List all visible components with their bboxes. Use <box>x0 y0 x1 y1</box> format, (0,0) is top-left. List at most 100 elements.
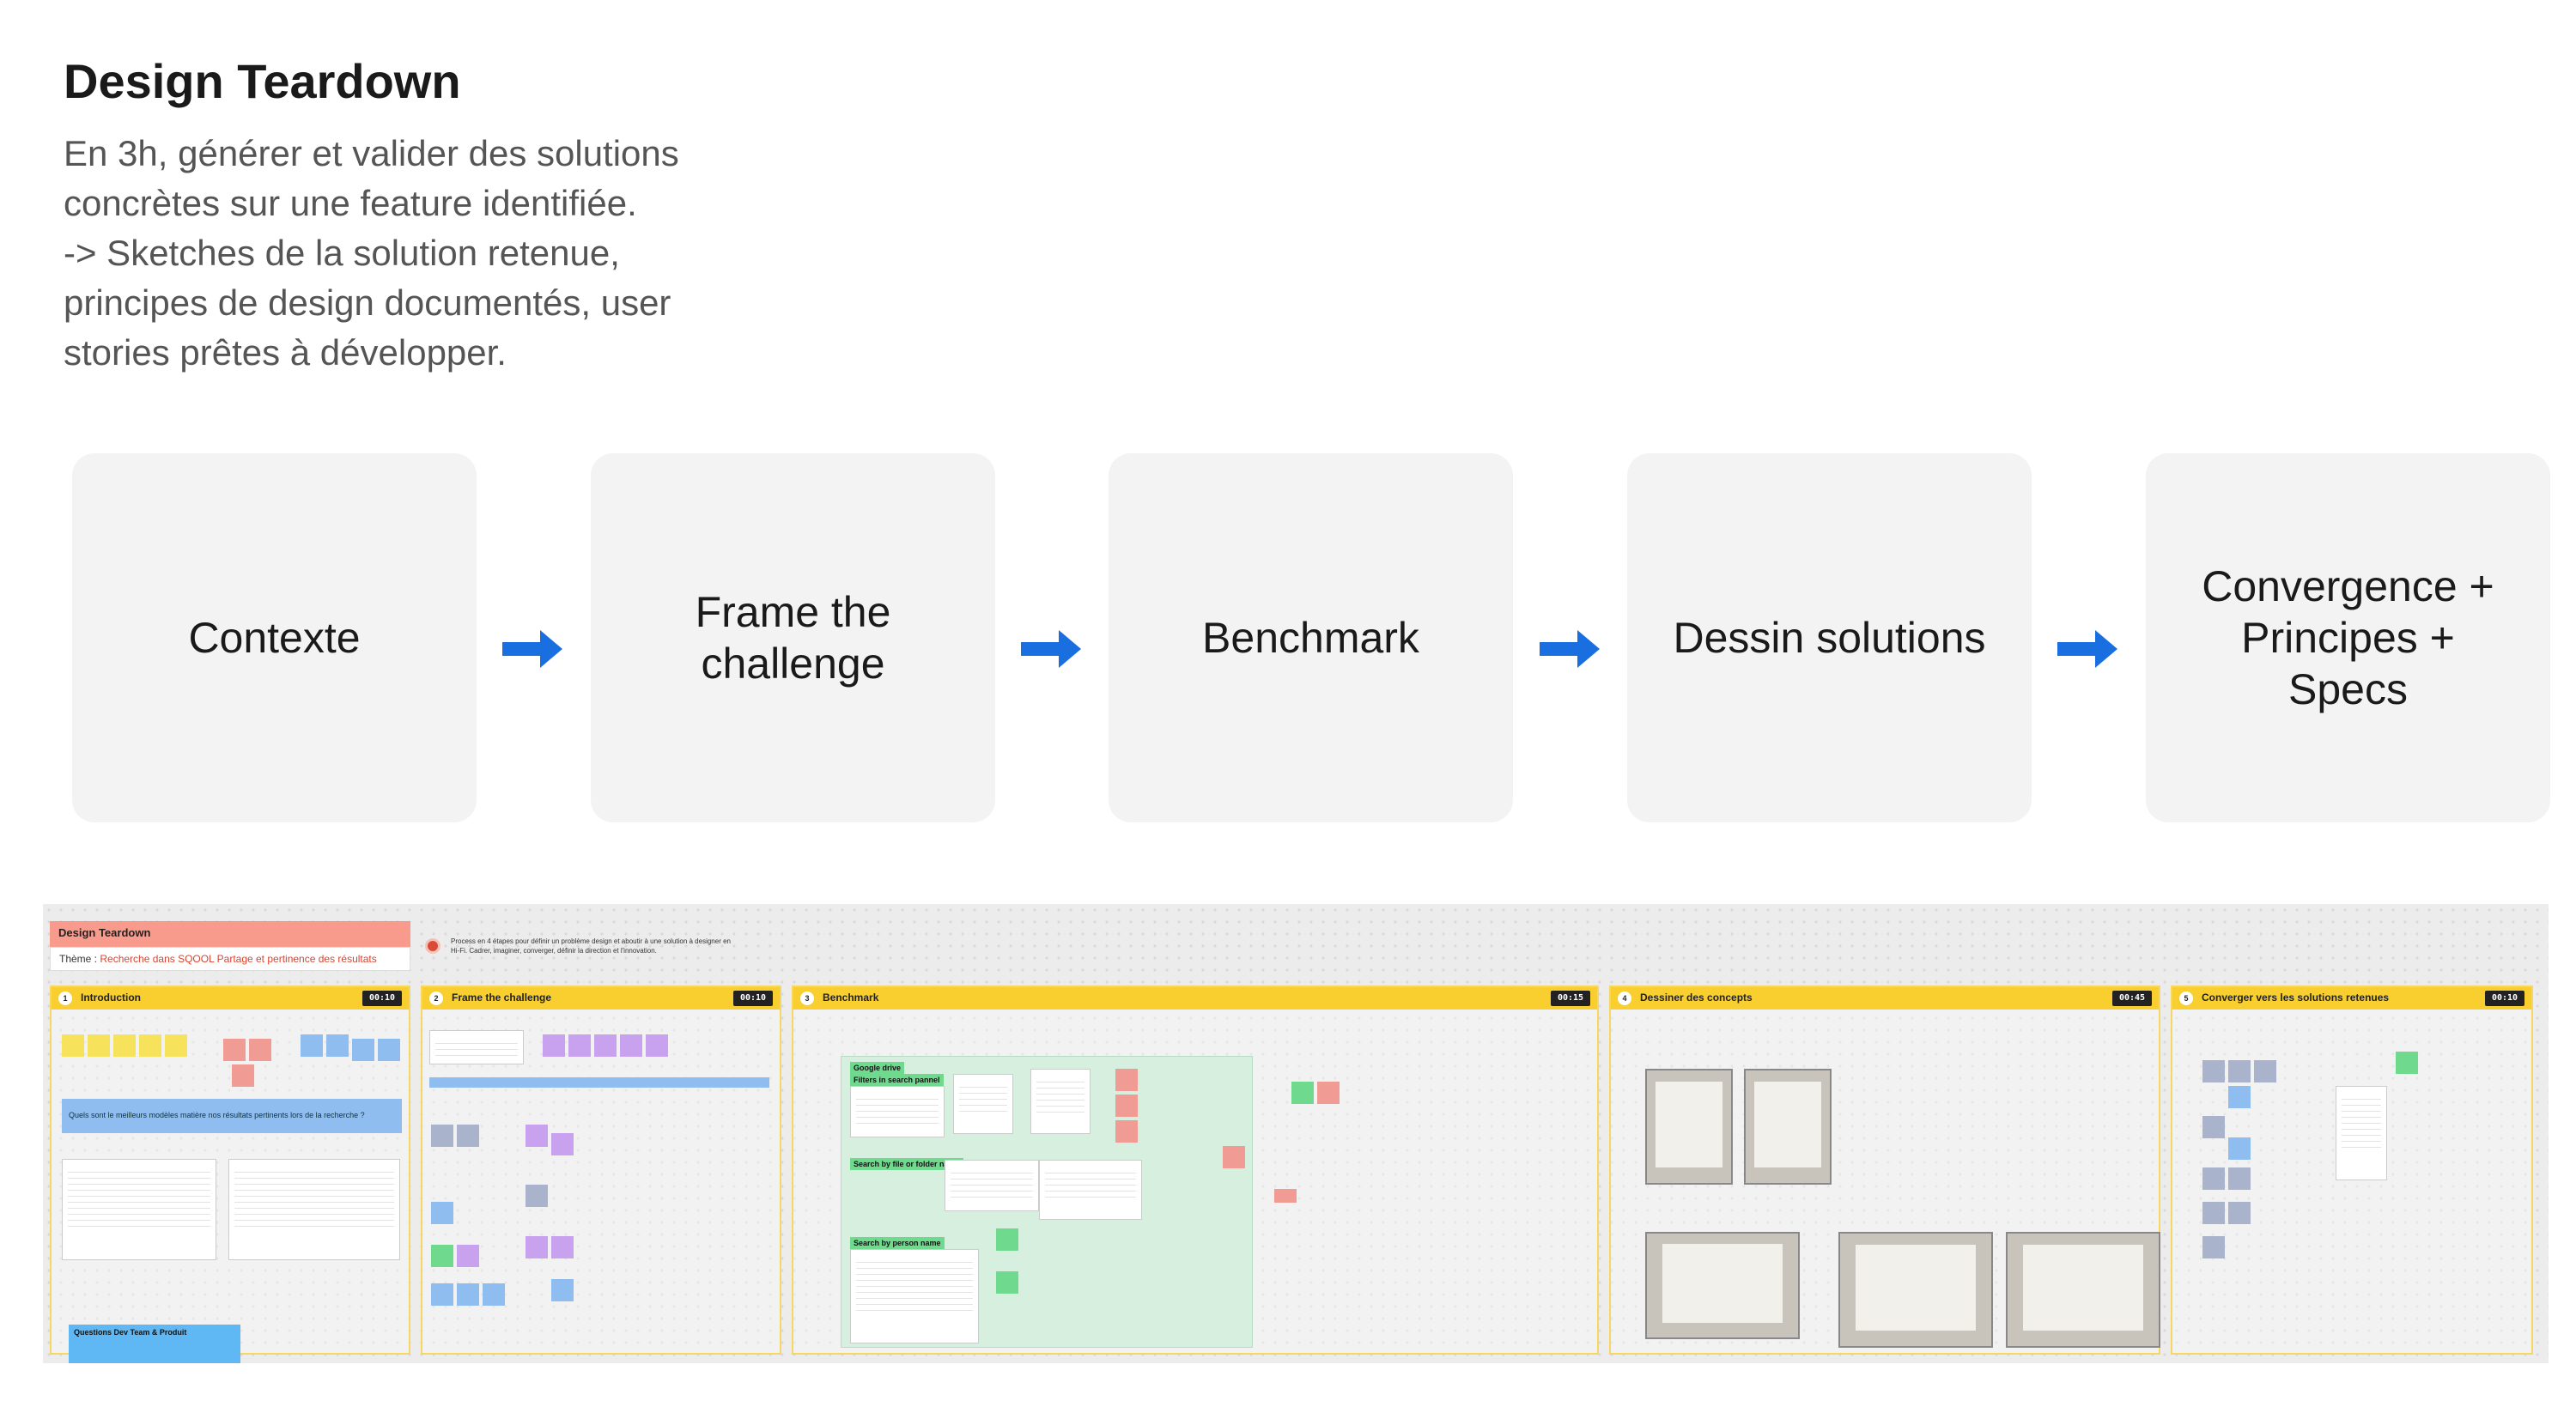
sticky-note[interactable] <box>352 1039 374 1061</box>
record-icon <box>425 938 440 954</box>
sticky-note[interactable] <box>62 1034 84 1057</box>
section-title: Frame the challenge <box>452 991 552 1004</box>
arrow-right-icon <box>502 630 562 668</box>
sticky-note[interactable] <box>526 1236 548 1258</box>
sticky-note[interactable] <box>2254 1060 2276 1082</box>
sticky-note[interactable] <box>2202 1060 2225 1082</box>
screenshot-thumbnail[interactable] <box>228 1159 400 1260</box>
sticky-note[interactable] <box>2202 1202 2225 1224</box>
sticky-note[interactable] <box>457 1245 479 1267</box>
section-timer: 00:10 <box>362 991 402 1006</box>
sticky-note[interactable] <box>88 1034 110 1057</box>
screenshot-thumbnail[interactable] <box>1039 1160 1142 1220</box>
screenshot-thumbnail[interactable] <box>850 1086 945 1137</box>
sticky-note[interactable] <box>996 1228 1018 1251</box>
sticky-note[interactable] <box>139 1034 161 1057</box>
sticky-note[interactable] <box>2228 1202 2251 1224</box>
section-timer: 00:45 <box>2112 991 2152 1006</box>
screenshot-thumbnail[interactable] <box>429 1030 524 1064</box>
section-title: Benchmark <box>823 991 879 1004</box>
step-card-dessin-solutions[interactable]: Dessin solutions <box>1627 453 2032 822</box>
sticky-note[interactable] <box>431 1283 453 1306</box>
sticky-note[interactable] <box>457 1125 479 1147</box>
sticky-note[interactable] <box>551 1279 574 1301</box>
process-note: Process en 4 étapes pour définir un prob… <box>425 937 734 955</box>
sticky-note[interactable] <box>249 1039 271 1061</box>
sticky-note[interactable] <box>431 1125 453 1147</box>
step-card-convergence[interactable]: Convergence + Principes + Specs <box>2146 453 2550 822</box>
step-card-benchmark[interactable]: Benchmark <box>1109 453 1513 822</box>
sticky-note[interactable] <box>2396 1052 2418 1074</box>
sticky-note[interactable] <box>1115 1095 1138 1117</box>
sticky-note[interactable] <box>301 1034 323 1057</box>
sticky-note[interactable] <box>1274 1189 1297 1203</box>
sticky-note[interactable] <box>431 1245 453 1267</box>
screenshot-thumbnail[interactable] <box>850 1249 979 1343</box>
sticky-note[interactable] <box>2202 1167 2225 1190</box>
sticky-note[interactable] <box>2228 1060 2251 1082</box>
sticky-note[interactable] <box>2202 1236 2225 1258</box>
screenshot-thumbnail[interactable] <box>62 1159 216 1260</box>
theme-label: Thème : <box>59 953 98 965</box>
sticky-note[interactable] <box>165 1034 187 1057</box>
sticky-note[interactable] <box>483 1283 505 1306</box>
sticky-note[interactable] <box>551 1236 574 1258</box>
screenshot-thumbnail[interactable] <box>2336 1086 2387 1180</box>
sticky-note[interactable] <box>543 1034 565 1057</box>
sticky-note[interactable] <box>646 1034 668 1057</box>
sketch-photo[interactable] <box>1645 1069 1733 1185</box>
sticky-note[interactable] <box>2228 1137 2251 1160</box>
sticky-note[interactable] <box>996 1271 1018 1294</box>
sketch-photo[interactable] <box>1645 1232 1800 1339</box>
process-text: Process en 4 étapes pour définir un prob… <box>451 937 731 955</box>
section-timer: 00:10 <box>2485 991 2524 1006</box>
sketch-photo[interactable] <box>2006 1232 2160 1348</box>
sticky-note[interactable] <box>378 1039 400 1061</box>
sticky-note[interactable] <box>594 1034 617 1057</box>
sticky-note[interactable] <box>431 1202 453 1224</box>
section-timer: 00:10 <box>733 991 773 1006</box>
benchmark-tag: Google drive <box>850 1062 905 1074</box>
sticky-note[interactable] <box>2228 1167 2251 1190</box>
intro-question: Quels sont le meilleurs modèles matière … <box>62 1099 402 1133</box>
arrow-right-icon <box>1021 630 1081 668</box>
description-line: stories prêtes à développer. <box>64 332 507 373</box>
questions-box: Questions Dev Team & Produit <box>69 1325 240 1363</box>
sticky-note[interactable] <box>1115 1120 1138 1143</box>
screenshot-thumbnail[interactable] <box>953 1074 1013 1134</box>
sketch-photo[interactable] <box>1744 1069 1832 1185</box>
sticky-note[interactable] <box>232 1064 254 1087</box>
sticky-note[interactable] <box>526 1125 548 1147</box>
sticky-note[interactable] <box>2202 1116 2225 1138</box>
sticky-note[interactable] <box>457 1283 479 1306</box>
sticky-note[interactable] <box>223 1039 246 1061</box>
workshop-board-preview[interactable]: Design Teardown Thème : Recherche dans S… <box>43 904 2549 1363</box>
benchmark-tag: Search by file or folder name <box>850 1158 963 1170</box>
step-card-contexte[interactable]: Contexte <box>72 453 477 822</box>
step-card-frame-challenge[interactable]: Frame the challenge <box>591 453 995 822</box>
sticky-note[interactable] <box>568 1034 591 1057</box>
sticky-note[interactable] <box>2228 1086 2251 1108</box>
sketch-photo[interactable] <box>1838 1232 1993 1348</box>
sticky-note[interactable] <box>1317 1082 1340 1104</box>
benchmark-tag: Search by person name <box>850 1237 945 1249</box>
sticky-note[interactable] <box>1291 1082 1314 1104</box>
sticky-note[interactable] <box>551 1133 574 1155</box>
screenshot-thumbnail[interactable] <box>945 1160 1039 1211</box>
sticky-note[interactable] <box>326 1034 349 1057</box>
screenshot-thumbnail[interactable] <box>1030 1069 1091 1134</box>
sticky-note[interactable] <box>1115 1069 1138 1091</box>
sticky-note[interactable] <box>620 1034 642 1057</box>
sticky-note[interactable] <box>113 1034 136 1057</box>
sticky-note[interactable] <box>526 1185 548 1207</box>
sticky-note[interactable] <box>1223 1146 1245 1168</box>
